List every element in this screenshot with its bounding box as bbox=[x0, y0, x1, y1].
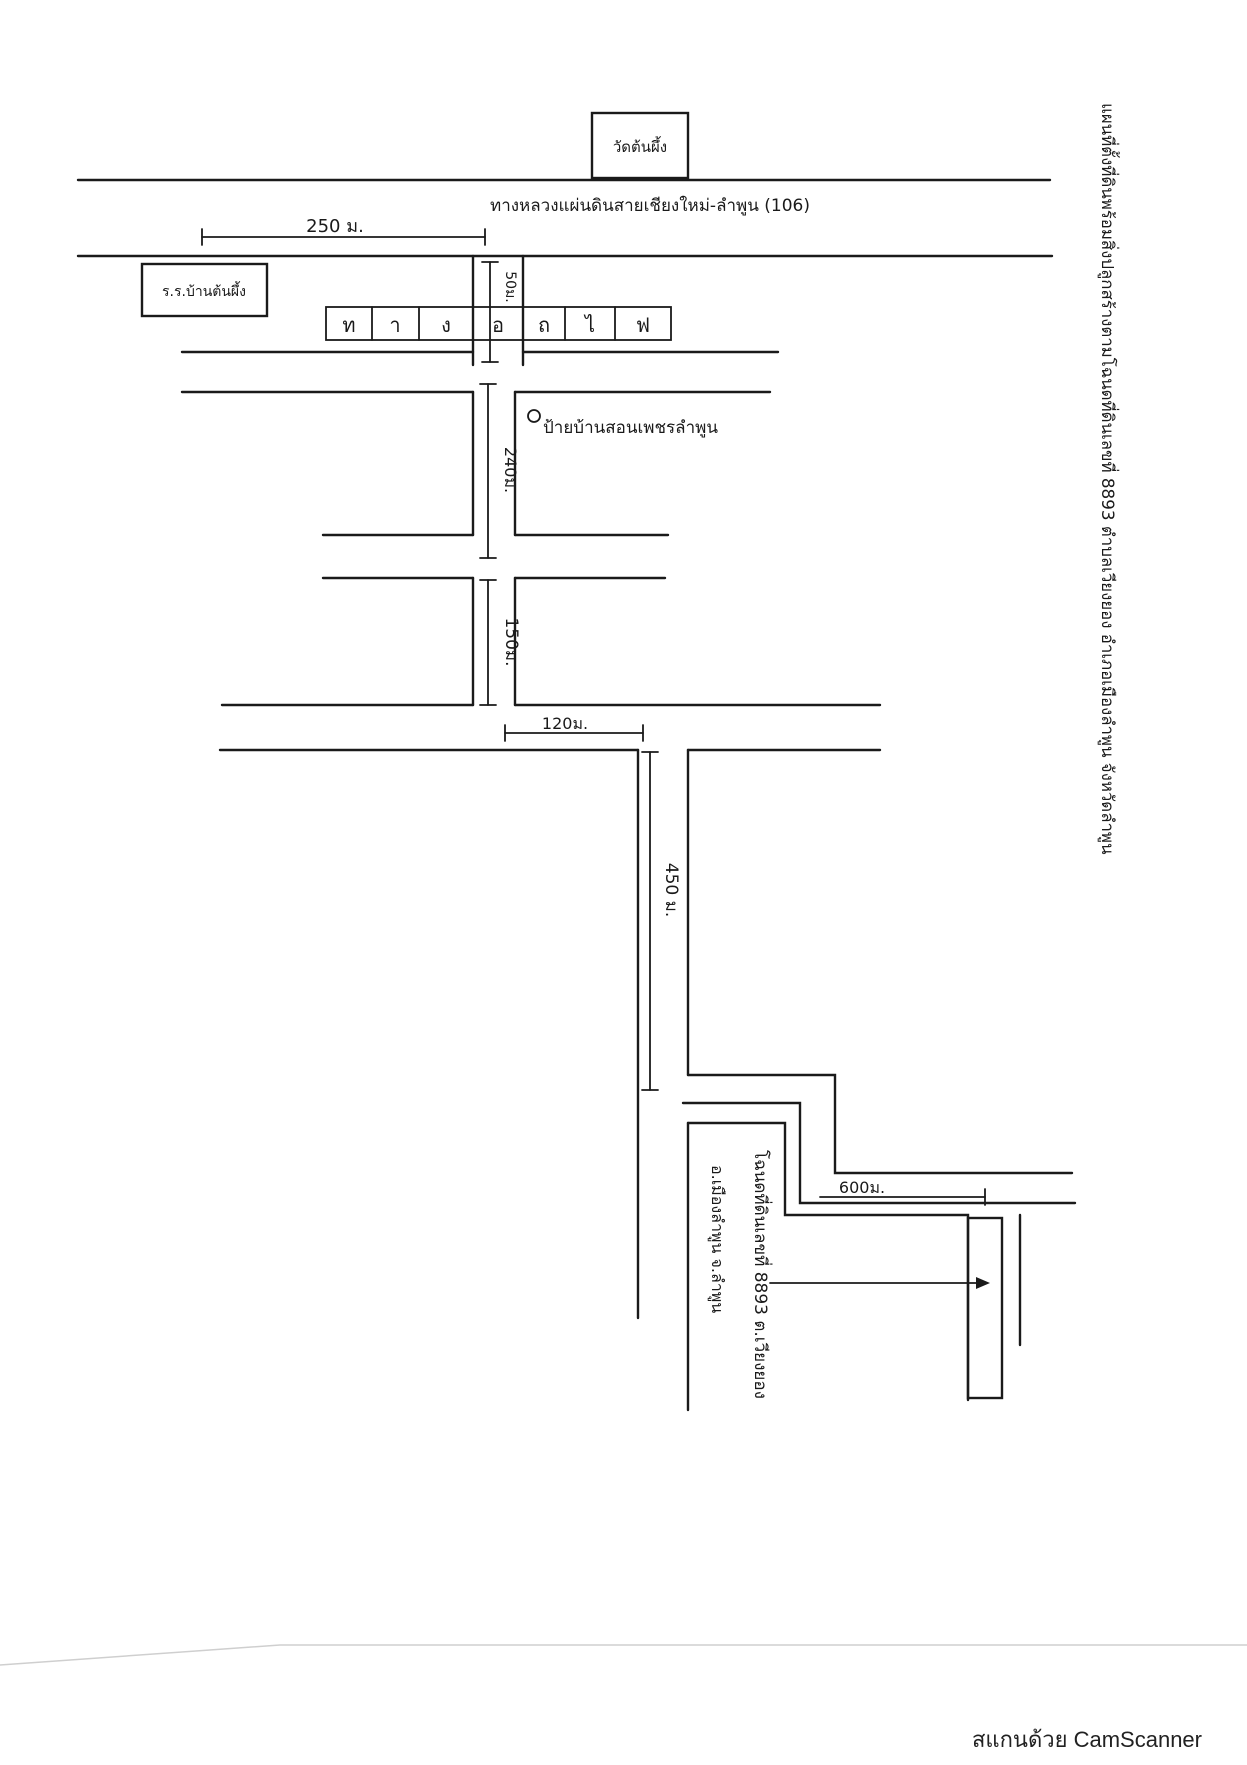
highway-label: ทางหลวงแผ่นดินสายเชียงใหม่-ลำพูน (106) bbox=[490, 195, 810, 216]
dimension-50: 50ม. bbox=[481, 261, 518, 363]
destination-line-1: โฉนดที่ดินเลขที่ 8893 ต.เวียงยอง bbox=[750, 1150, 773, 1399]
village-sign-label: ป้ายบ้านสอนเพชรลำพูน bbox=[543, 418, 718, 438]
distance-600-label: 600ม. bbox=[839, 1178, 885, 1197]
distance-240-label: 240ม. bbox=[501, 447, 520, 493]
crossing-letter-2: า bbox=[389, 313, 400, 337]
dimension-150: 150ม. bbox=[479, 579, 521, 706]
scan-page-edge bbox=[0, 1644, 1247, 1666]
distance-120-label: 120ม. bbox=[542, 714, 588, 733]
arrow-head-icon bbox=[976, 1277, 990, 1289]
temple-landmark: วัดต้นผึ้ง bbox=[590, 111, 690, 180]
side-road-section-2 bbox=[321, 390, 670, 580]
crossing-letter-7: ฟ bbox=[636, 313, 650, 337]
dimension-600: 600ม. bbox=[819, 1178, 986, 1206]
school-label: ร.ร.บ้านต้นผึ้ง bbox=[162, 281, 246, 300]
long-road-450 bbox=[218, 748, 882, 1320]
map-side-note: แผนที่ตั้งที่ดินพร้อมสิ่งปลูกสร้างตามโฉน… bbox=[1097, 103, 1120, 855]
temple-label: วัดต้นผึ้ง bbox=[613, 136, 667, 156]
target-plot bbox=[966, 1216, 1004, 1400]
crossing-letter-4: อ bbox=[492, 313, 504, 337]
destination-label: โฉนดที่ดินเลขที่ 8893 ต.เวียงยอง อ.เมือง… bbox=[707, 1150, 773, 1399]
dimension-120: 120ม. bbox=[504, 714, 644, 742]
highway-road bbox=[76, 178, 1054, 258]
dimension-250: 250 ม. bbox=[201, 216, 486, 246]
distance-150-label: 150ม. bbox=[501, 617, 521, 666]
crossing-letter-5: ถ bbox=[538, 313, 550, 337]
side-road-section-3 bbox=[220, 576, 882, 707]
crossing-letter-6: ไ bbox=[583, 313, 595, 337]
village-sign-landmark: ป้ายบ้านสอนเพชรลำพูน bbox=[527, 409, 718, 438]
dimension-450: 450 ม. bbox=[641, 751, 681, 1091]
stepped-road bbox=[681, 1073, 1077, 1412]
crossing-letter-1: ท bbox=[342, 313, 355, 337]
crossing-letter-3: ง bbox=[441, 313, 451, 337]
destination-line-2: อ.เมืองลำพูน จ.ลำพูน bbox=[707, 1165, 727, 1313]
dimension-240: 240ม. bbox=[479, 383, 520, 559]
arrow-to-plot bbox=[769, 1277, 990, 1289]
camscanner-footer: สแกนด้วย CamScanner bbox=[971, 1727, 1202, 1752]
railway-crossing: ท า ง อ ถ ไ ฟ bbox=[325, 306, 672, 341]
railway-line bbox=[180, 350, 780, 394]
distance-50-label: 50ม. bbox=[502, 271, 518, 303]
school-landmark: ร.ร.บ้านต้นผึ้ง bbox=[140, 262, 269, 318]
distance-450-label: 450 ม. bbox=[661, 863, 681, 917]
distance-250-label: 250 ม. bbox=[306, 216, 364, 237]
